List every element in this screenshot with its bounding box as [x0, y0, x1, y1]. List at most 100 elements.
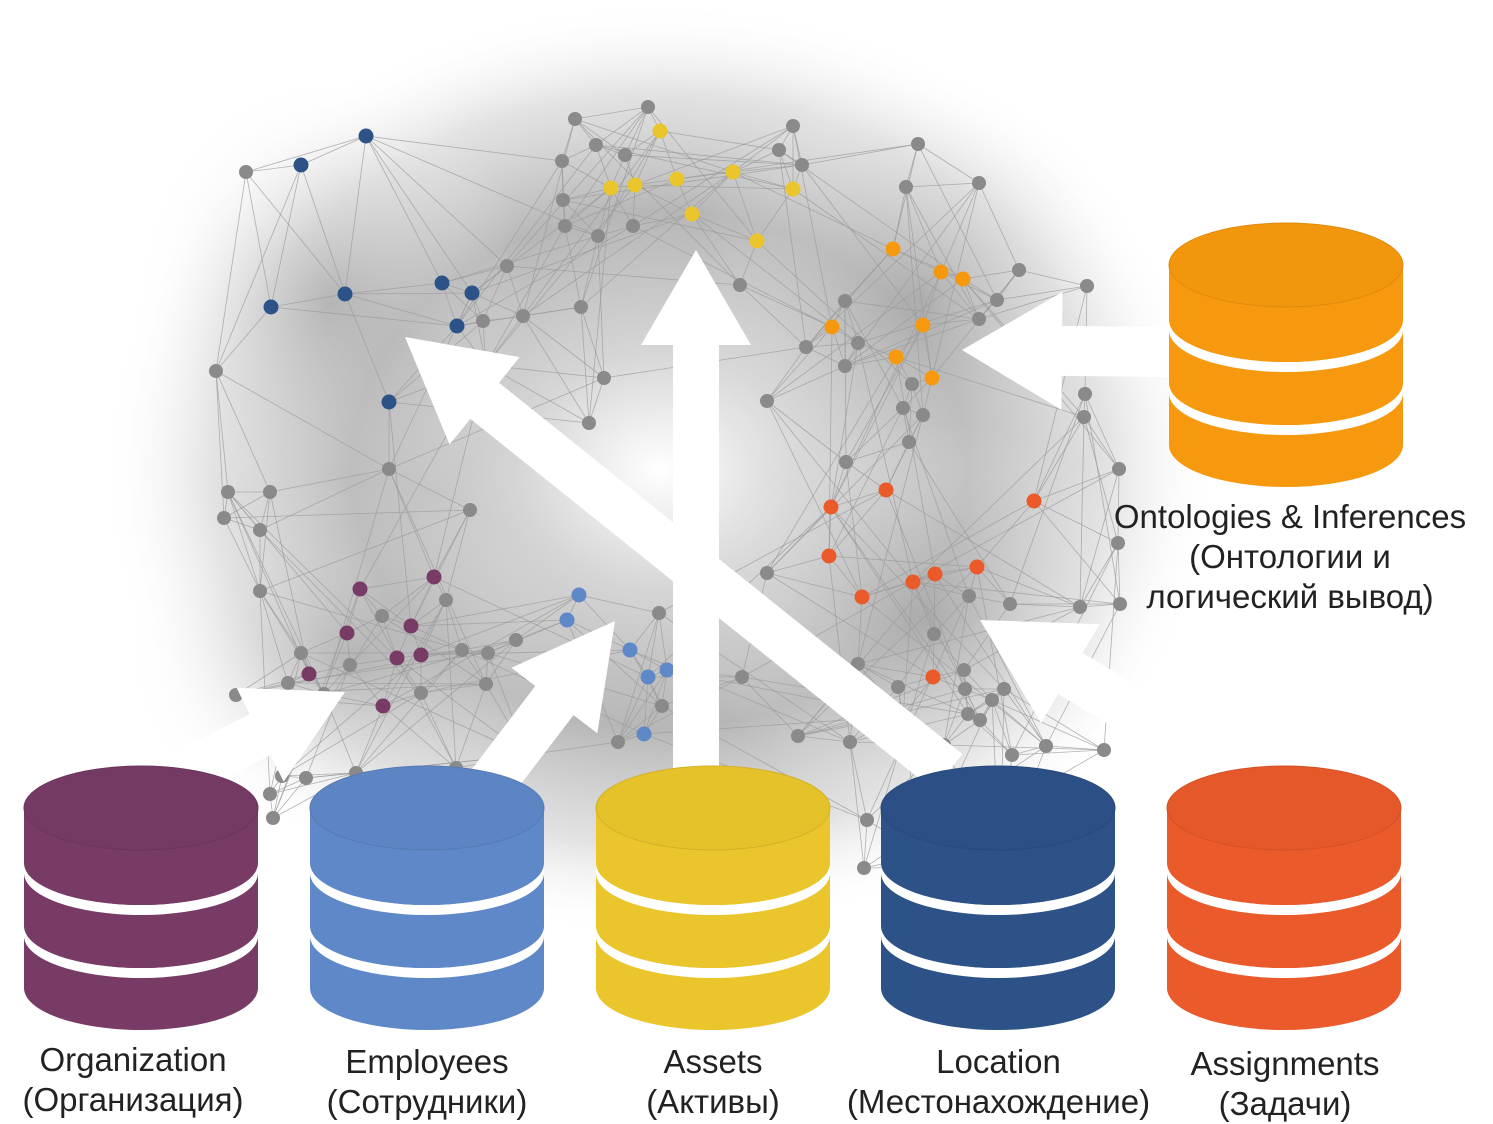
graph-edge [349, 657, 398, 666]
ontologies-label-en: Ontologies & Inferences [1113, 498, 1467, 535]
graph-edge [863, 819, 868, 869]
graph-edge [574, 106, 649, 120]
graph-node [591, 229, 605, 243]
employees-label: Employees (Сотрудники) [302, 1042, 552, 1122]
graph-edge [766, 572, 863, 598]
assignments-database-icon [1166, 765, 1402, 1030]
graph-edge [857, 606, 1081, 665]
assignments-label-ru: (Задачи) [1218, 1085, 1352, 1122]
graph-node [972, 176, 986, 190]
graph-edge [259, 590, 289, 684]
graph-edge [845, 461, 887, 491]
graph-edge [420, 649, 463, 694]
graph-edge [844, 182, 980, 367]
graph-edge [344, 282, 443, 295]
graph-node-assignments [905, 574, 921, 590]
graph-edge [931, 182, 980, 379]
graph-node [652, 606, 666, 620]
graph-node [568, 112, 582, 126]
location-label-ru: (Местонахождение) [846, 1083, 1151, 1120]
graph-edge [487, 619, 568, 654]
organization-label-en: Organization [39, 1041, 227, 1078]
graph-edge [617, 669, 668, 743]
graph-node-employees [559, 612, 575, 628]
graph-edge [1009, 603, 1081, 608]
graph-edge [344, 292, 473, 295]
graph-edge [522, 171, 734, 317]
graph-node [294, 646, 308, 660]
graph-edge [658, 612, 668, 671]
graph-edge [595, 144, 803, 166]
graph-edge [281, 772, 357, 777]
graph-edge [344, 293, 458, 327]
graph-node [786, 119, 800, 133]
graph-edge [365, 135, 599, 237]
graph-node [760, 566, 774, 580]
graph-edge [897, 633, 935, 688]
graph-edge [1033, 416, 1085, 502]
graph-edge [844, 300, 859, 344]
graph-edge [766, 271, 942, 402]
graph-node-organization [301, 666, 317, 682]
graph-node [239, 165, 253, 179]
graph-edge [269, 468, 390, 493]
graph-edge [629, 612, 660, 651]
graph-edge [849, 741, 865, 869]
graph-node-location [434, 275, 450, 291]
graph-edge [885, 489, 1081, 608]
graph-edge [912, 566, 978, 583]
graph-node [597, 371, 611, 385]
graph-edge [388, 468, 471, 511]
graph-node [509, 633, 523, 647]
graph-node [1111, 536, 1125, 550]
assignments-arrow [980, 620, 1263, 801]
graph-edge [323, 468, 390, 695]
graph-node-organization [352, 581, 368, 597]
graph-edge [300, 632, 348, 654]
graph-edge [456, 225, 634, 327]
graph-node-employees [636, 726, 652, 742]
organization-label-ru: (Организация) [22, 1081, 244, 1118]
graph-node [791, 729, 805, 743]
graph-edge [1011, 749, 1105, 756]
graph-edge [270, 164, 302, 308]
graph-edge [588, 187, 612, 424]
graph-edge [245, 164, 302, 173]
graph-node [1078, 387, 1092, 401]
graph-node-organization [426, 569, 442, 585]
graph-node [927, 627, 941, 641]
graph-edge [433, 576, 649, 678]
graph-node [958, 682, 972, 696]
graph-node [611, 735, 625, 749]
graph-edge [441, 235, 599, 284]
graph-node-employees [622, 642, 638, 658]
graph-edge [844, 318, 980, 367]
employees-arrow [470, 621, 615, 800]
graph-node [1039, 739, 1053, 753]
graph-edge [912, 416, 1085, 583]
graph-edge [905, 186, 942, 273]
graph-edge [933, 595, 970, 635]
graph-edge [245, 171, 272, 308]
graph-edge [902, 676, 934, 717]
graph-edge [381, 576, 435, 617]
graph-edge [691, 171, 734, 215]
graph-node [896, 401, 910, 415]
graph-edge [300, 135, 367, 166]
graph-edge [739, 284, 833, 328]
graph-node-assignments [854, 589, 870, 605]
graph-edge [778, 149, 964, 280]
graph-edge [908, 441, 1011, 605]
graph-node [1073, 600, 1087, 614]
graph-edge [830, 324, 924, 508]
graph-edge [441, 265, 508, 284]
graph-edge [455, 683, 487, 769]
graph-edge [471, 292, 524, 317]
graph-edge [805, 346, 846, 367]
graph-node [266, 811, 280, 825]
graph-edge [830, 342, 859, 508]
graph-edge [634, 184, 693, 215]
graph-edge [420, 594, 580, 656]
graph-node [843, 735, 857, 749]
